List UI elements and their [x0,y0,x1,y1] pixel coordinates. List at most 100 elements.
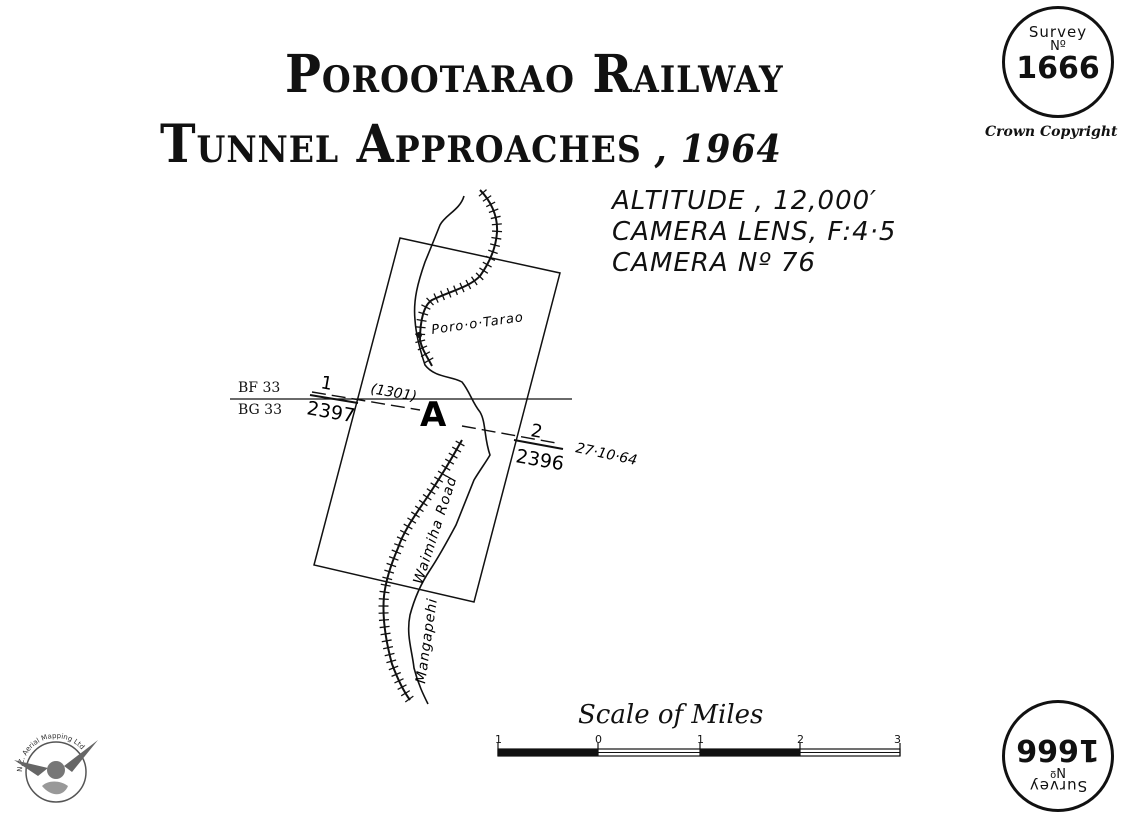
railway-tie [410,511,420,518]
end-marker-rule [513,439,564,450]
map-title-line2: Tunnel Approaches , 1964 [160,114,782,175]
flight-info: Altitude , 12,000′ Camera Lens, F:4·5 Ca… [612,186,896,279]
station-label: Poro·o·Tarao [430,310,524,338]
railway-tie [475,272,484,281]
railway-tie [470,276,478,286]
railway-tie [399,529,410,536]
railway-tie [451,446,462,453]
railway-tie [386,562,397,568]
railway-tie [397,684,407,691]
railway-tie [426,297,434,306]
scale-title: Scale of Miles [578,700,764,730]
railway-tie [489,243,500,248]
railway-tie [391,671,402,677]
railway-ties [378,189,503,703]
railway-tie [407,517,417,524]
camera-number-text: Camera Nº 76 [612,248,816,278]
railway-tie [448,452,458,459]
area-label: Mangapehi [413,597,441,685]
run-date: 27·10·64 [574,440,638,469]
scale-tick-label: 1 [697,733,704,746]
railway-tie [380,583,391,587]
railway-tie [434,476,444,483]
railway-tie [388,665,399,671]
railway-tie [465,279,472,290]
railway-tie [440,290,446,301]
railway-tie [416,318,427,322]
railway-tie [418,311,429,316]
run-end-number: 2396 [514,445,565,475]
railway-tie [488,249,498,255]
railway-tie [426,488,436,495]
railway-tie [446,287,452,298]
railway-tie [433,293,439,303]
railway-tie [378,598,389,600]
railway-lower [382,439,463,701]
scale-tick-label: 3 [894,733,901,746]
run-letter: A [420,395,447,435]
railway-tie [485,255,496,262]
railway-tie [404,695,414,703]
map-title-year: , 1964 [654,126,782,171]
railway-tie [491,236,502,240]
railway-tie [492,230,503,233]
railway-tie [381,639,392,643]
railway-tie [478,189,487,197]
railway-tie [396,536,407,542]
railway-tie [490,215,501,220]
start-marker-rule [309,394,359,404]
railway-tie [391,549,402,555]
railway-tie [384,569,395,574]
railway-tie [455,440,465,447]
railway-tie [422,493,432,501]
map-title-text: Tunnel Approaches [160,114,642,175]
seal-no: Nº [1050,39,1066,54]
railway-tie [379,625,390,629]
railway-tie [444,458,455,465]
station-marker [416,332,422,338]
railway-tie [394,678,404,684]
map-title-line1: Porootarao Railway [285,44,784,105]
railway-tie [485,201,496,208]
crown-copyright: Crown Copyright [985,124,1118,140]
camera-lens-text: Camera Lens, F:4·5 [612,217,897,247]
scale-bar [497,743,901,757]
aerial-mapping-logo: N.Z. Aerial Mapping Ltd [14,732,98,803]
altitude-text: Altitude , 12,000′ [612,186,878,216]
run-start-label: 1 [319,372,334,395]
railway-tie [437,470,447,477]
sheet-upper: BF 33 [238,380,281,396]
railway-tie [415,339,426,344]
railway-tie [430,482,440,489]
scale-tick-label: 2 [797,733,804,746]
railway-tie [424,357,434,364]
railway-tie [403,523,413,530]
railway-tie [459,282,465,293]
railway-tie [453,285,459,296]
railway-tie [378,618,389,622]
survey-seal-top: Survey Nº 1666 [1002,6,1114,118]
railway-tie [383,646,394,650]
run-end-label: 2 [529,420,544,443]
railway-tie [420,351,431,358]
railway-tie [421,304,431,310]
railway-tie [491,223,502,226]
railway-tie [488,208,499,214]
railway-tie [415,326,426,329]
strip-number: (1301) [369,381,418,405]
railway-tie [400,690,411,697]
railway-tie [479,267,489,274]
railway-tie [386,659,397,664]
railway-tie [380,632,391,636]
photo-footprint [313,237,561,603]
railway-tie [482,195,492,202]
railway-tie [441,464,451,471]
railway-tie [388,556,399,561]
flight-line-left [311,391,421,411]
road-line [407,195,491,705]
seal-number: 1666 [1016,51,1100,86]
scale-tick-label: 1 [495,733,502,746]
railway-tie [379,590,390,594]
railway-tie [418,499,428,507]
